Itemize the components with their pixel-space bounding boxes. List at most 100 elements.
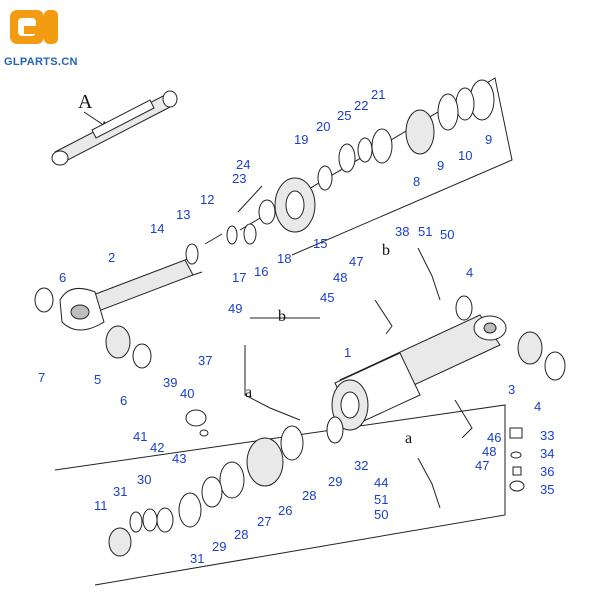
- ring-25: [338, 143, 356, 173]
- part-label-6b: 6: [120, 393, 127, 408]
- part-label-9b: 9: [437, 158, 444, 173]
- part-label-51a: 51: [418, 224, 432, 239]
- part-label-12: 12: [200, 192, 214, 207]
- plug-36: [512, 466, 522, 476]
- part-label-26: 26: [278, 503, 292, 518]
- tag-a-bottom: a: [405, 430, 412, 447]
- part-label-18: 18: [277, 251, 291, 266]
- part-label-46: 46: [487, 430, 501, 445]
- part-label-29a: 29: [328, 474, 342, 489]
- logo-notch-shape: [24, 26, 36, 34]
- part-label-28a: 28: [302, 488, 316, 503]
- part-label-34: 34: [540, 446, 554, 461]
- pipe-37: [244, 345, 301, 421]
- part-label-49: 49: [228, 301, 242, 316]
- part-label-10: 10: [458, 148, 472, 163]
- part-label-39: 39: [163, 375, 177, 390]
- part-label-40: 40: [180, 386, 194, 401]
- part-label-31a: 31: [113, 484, 127, 499]
- tube-assembly: [331, 314, 507, 431]
- ring-17: [226, 225, 238, 245]
- rod-eye-hole: [70, 304, 90, 320]
- tag-a-top: a: [245, 384, 252, 401]
- part-label-31b: 31: [190, 551, 204, 566]
- piston-bore: [340, 391, 360, 419]
- bracket-38: [417, 247, 441, 301]
- part-label-5: 5: [94, 372, 101, 387]
- part-label-7: 7: [38, 370, 45, 385]
- part-label-23: 23: [232, 171, 246, 186]
- bushing-3: [517, 331, 543, 365]
- part-label-1: 1: [344, 345, 351, 360]
- ring-28b: [201, 476, 223, 508]
- fitting-35: [509, 480, 525, 492]
- part-label-17: 17: [232, 270, 246, 285]
- oring-43: [199, 429, 209, 437]
- part-label-51b: 51: [374, 492, 388, 507]
- part-label-13: 13: [176, 207, 190, 222]
- fittings: [185, 185, 525, 509]
- part-label-30: 30: [137, 472, 151, 487]
- part-label-44: 44: [374, 475, 388, 490]
- part-label-2: 2: [108, 250, 115, 265]
- ring-27: [219, 461, 245, 499]
- bushing-8: [405, 109, 435, 155]
- ring-18: [258, 199, 276, 225]
- part-label-28b: 28: [234, 527, 248, 542]
- part-label-50a: 50: [440, 227, 454, 242]
- part-label-38: 38: [395, 224, 409, 239]
- collar-13: [185, 243, 199, 265]
- thumb-barrel: [91, 99, 155, 139]
- tag-b-mid: b: [278, 308, 286, 325]
- part-label-8: 8: [413, 174, 420, 189]
- part-label-15: 15: [313, 236, 327, 251]
- bolt-23: [237, 185, 263, 213]
- bracket-44: [417, 457, 441, 509]
- rod-assembly: [59, 255, 203, 331]
- part-label-29b: 29: [212, 539, 226, 554]
- ring-22: [357, 137, 373, 163]
- connector-tags: a a b b: [245, 242, 412, 447]
- seal-6a: [34, 287, 54, 313]
- ring-31b: [156, 507, 174, 533]
- seal-4a: [455, 295, 473, 321]
- thumb-head-eye: [162, 90, 178, 108]
- ring-9b: [437, 93, 459, 131]
- part-label-37: 37: [198, 353, 212, 368]
- part-label-47b: 47: [475, 458, 489, 473]
- part-label-45: 45: [320, 290, 334, 305]
- ring-10: [455, 87, 475, 121]
- part-label-19: 19: [294, 132, 308, 147]
- oring-34: [510, 451, 522, 459]
- nut-11: [108, 527, 132, 557]
- part-label-24: 24: [236, 157, 250, 172]
- part-label-20: 20: [316, 119, 330, 134]
- part-label-47a: 47: [349, 254, 363, 269]
- flange-40: [185, 409, 207, 427]
- brand-name: GLPARTS.CN: [4, 56, 78, 68]
- head-bore: [285, 190, 305, 220]
- bushing-5: [105, 325, 131, 359]
- tag-b-top: b: [382, 242, 390, 259]
- view-label: A: [78, 91, 93, 113]
- part-label-50b: 50: [374, 507, 388, 522]
- view-a-assembly: A: [51, 90, 178, 166]
- ring-31a: [129, 511, 143, 533]
- ring-19: [317, 165, 333, 191]
- part-label-11: 11: [94, 498, 108, 513]
- ring-28a: [280, 425, 304, 461]
- part-label-32: 32: [354, 458, 368, 473]
- part-label-4a: 4: [466, 265, 473, 280]
- ring-29a: [326, 416, 344, 444]
- part-label-36: 36: [540, 464, 554, 479]
- rings-seals: [34, 79, 566, 557]
- piston-26: [246, 437, 284, 487]
- piston-frame-line: [54, 404, 506, 586]
- ring-21: [371, 128, 393, 164]
- part-label-42: 42: [150, 440, 164, 455]
- part-label-3: 3: [508, 382, 515, 397]
- part-label-16: 16: [254, 264, 268, 279]
- ring-30: [142, 508, 158, 532]
- pin-12: [204, 233, 223, 245]
- part-label-33: 33: [540, 428, 554, 443]
